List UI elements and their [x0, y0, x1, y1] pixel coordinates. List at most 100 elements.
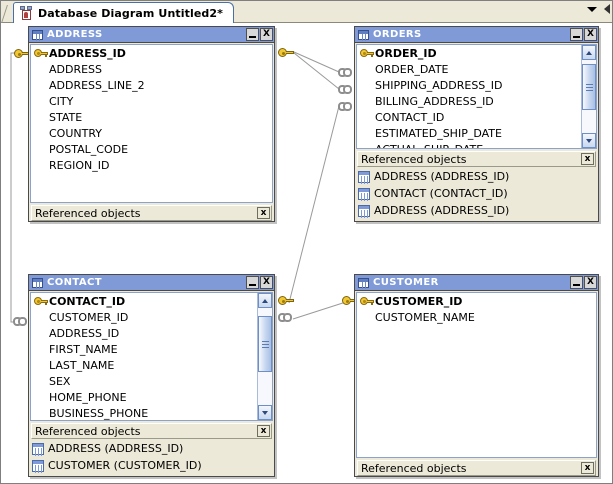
referenced-objects-close-icon[interactable]: x: [257, 207, 270, 219]
column-row-primary-key[interactable]: ADDRESS_ID: [31, 45, 272, 61]
referenced-objects-list[interactable]: ADDRESS (ADDRESS_ID) CONTACT (CONTACT_ID)…: [355, 167, 598, 221]
referenced-object-label: ADDRESS (ADDRESS_ID): [48, 442, 184, 455]
referenced-objects-bar[interactable]: Referenced objects x: [357, 151, 596, 167]
window-buttons: X: [570, 28, 597, 41]
minimize-button[interactable]: [570, 28, 583, 41]
column-row-primary-key[interactable]: CONTACT_ID: [31, 293, 272, 309]
column-row[interactable]: REGION_ID: [31, 157, 272, 173]
referenced-object-item[interactable]: CUSTOMER (CUSTOMER_ID): [32, 457, 272, 474]
column-row[interactable]: HOME_PHONE: [31, 389, 272, 405]
close-button[interactable]: X: [260, 276, 273, 289]
scroll-up-button[interactable]: [582, 45, 596, 60]
column-row[interactable]: SEX: [31, 373, 272, 389]
column-row[interactable]: ADDRESS: [31, 61, 272, 77]
column-name: CUSTOMER_NAME: [375, 310, 475, 324]
column-row[interactable]: LAST_NAME: [31, 357, 272, 373]
relationship-key-endpoint-address-left[interactable]: [14, 48, 30, 59]
scroll-down-button[interactable]: [258, 405, 272, 420]
column-row[interactable]: ESTIMATED_SHIP_DATE: [357, 125, 596, 141]
close-button[interactable]: X: [584, 276, 597, 289]
referenced-object-label: CONTACT (CONTACT_ID): [374, 187, 508, 200]
relationship-link-endpoint-contact-address-id[interactable]: [13, 317, 29, 326]
column-name: STATE: [49, 110, 83, 124]
referenced-objects-close-icon[interactable]: x: [257, 425, 270, 437]
minimize-button[interactable]: [570, 276, 583, 289]
column-list-scrollbar[interactable]: [581, 45, 596, 148]
tab-database-diagram[interactable]: Database Diagram Untitled2*: [13, 2, 234, 23]
scroll-track[interactable]: [582, 60, 596, 133]
column-row[interactable]: CONTACT_ID: [357, 109, 596, 125]
referenced-object-item[interactable]: ADDRESS (ADDRESS_ID): [32, 440, 272, 457]
column-list-scrollbar[interactable]: [257, 293, 272, 420]
chevron-down-icon[interactable]: [587, 6, 597, 12]
close-button[interactable]: X: [260, 28, 273, 41]
column-row[interactable]: CUSTOMER_ID: [31, 309, 272, 325]
table-grid-icon: [358, 29, 369, 40]
column-row[interactable]: COUNTRY: [31, 125, 272, 141]
relationship-link-endpoint-shipping-address[interactable]: [338, 68, 354, 77]
referenced-objects-close-icon[interactable]: x: [581, 153, 594, 165]
column-row[interactable]: ACTUAL_SHIP_DATE: [357, 141, 596, 149]
window-buttons: X: [246, 28, 273, 41]
scroll-thumb[interactable]: [258, 315, 272, 372]
column-row-primary-key[interactable]: ORDER_ID: [357, 45, 596, 61]
column-row[interactable]: ADDRESS_LINE_2: [31, 77, 272, 93]
relationship-link-endpoint-customer-id[interactable]: [278, 313, 294, 322]
column-row[interactable]: BUSINESS_PHONE: [31, 405, 272, 420]
column-row-primary-key[interactable]: CUSTOMER_ID: [357, 293, 596, 309]
close-button[interactable]: X: [584, 28, 597, 41]
column-row[interactable]: ADDRESS_ID: [31, 325, 272, 341]
column-key-spacer: [33, 359, 49, 372]
minimize-button[interactable]: [246, 276, 259, 289]
referenced-objects-list[interactable]: ADDRESS (ADDRESS_ID) CUSTOMER (CUSTOMER_I…: [29, 439, 274, 476]
relationship-key-endpoint-address[interactable]: [278, 47, 294, 58]
scroll-thumb[interactable]: [582, 64, 596, 110]
relationship-key-endpoint-contact[interactable]: [278, 295, 294, 306]
column-row[interactable]: FIRST_NAME: [31, 341, 272, 357]
column-name: LAST_NAME: [49, 358, 115, 372]
scroll-up-button[interactable]: [258, 293, 272, 308]
column-row[interactable]: CUSTOMER_NAME: [357, 309, 596, 325]
relationship-link-endpoint-contact-id[interactable]: [338, 102, 354, 111]
column-row[interactable]: CITY: [31, 93, 272, 109]
column-name: BUSINESS_PHONE: [49, 406, 149, 420]
relationship-link-endpoint-billing-address[interactable]: [338, 85, 354, 94]
referenced-objects-label: Referenced objects: [361, 152, 467, 166]
referenced-object-item[interactable]: CONTACT (CONTACT_ID): [358, 185, 596, 202]
scroll-track[interactable]: [258, 308, 272, 405]
column-key-spacer: [33, 143, 49, 156]
referenced-objects-close-icon[interactable]: x: [581, 462, 594, 474]
minimize-button[interactable]: [246, 28, 259, 41]
scroll-down-button[interactable]: [582, 133, 596, 148]
column-row[interactable]: ORDER_DATE: [357, 61, 596, 77]
column-key-spacer: [33, 343, 49, 356]
column-row[interactable]: SHIPPING_ADDRESS_ID: [357, 77, 596, 93]
column-row[interactable]: BILLING_ADDRESS_ID: [357, 93, 596, 109]
column-row[interactable]: POSTAL_CODE: [31, 141, 272, 157]
column-name: BILLING_ADDRESS_ID: [375, 94, 494, 108]
triangle-left-icon[interactable]: [604, 4, 610, 14]
primary-key-icon: [33, 295, 49, 308]
referenced-object-item[interactable]: ADDRESS (ADDRESS_ID): [358, 202, 596, 219]
column-row[interactable]: STATE: [31, 109, 272, 125]
referenced-table-icon: [32, 459, 44, 472]
column-key-spacer: [359, 311, 375, 324]
referenced-object-item[interactable]: ADDRESS (ADDRESS_ID): [358, 168, 596, 185]
column-key-spacer: [33, 79, 49, 92]
